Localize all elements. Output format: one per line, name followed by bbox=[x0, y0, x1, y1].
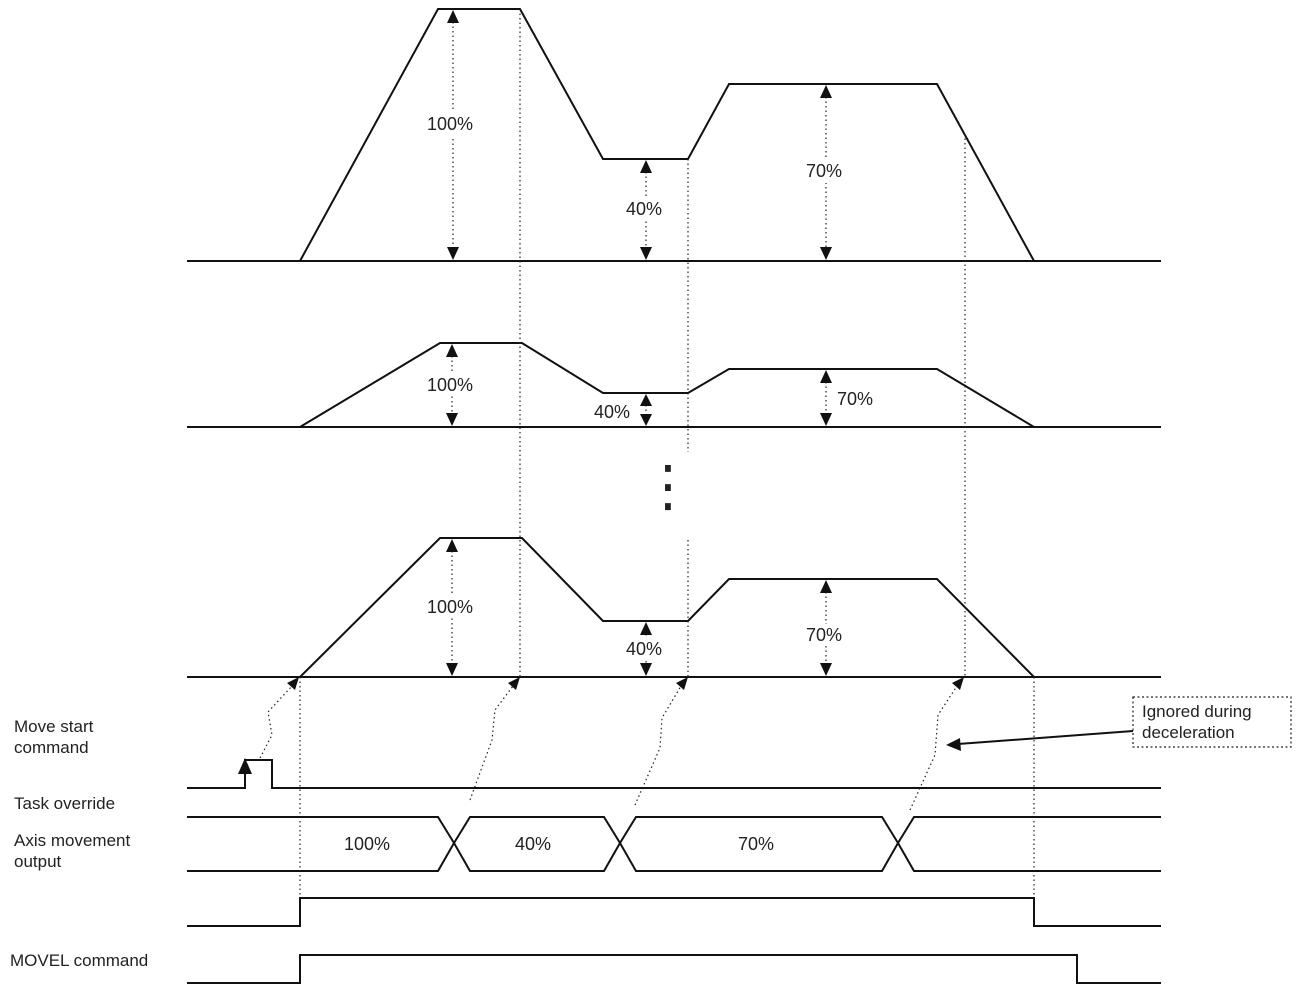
profile-1-level-40: 40% bbox=[626, 199, 662, 219]
profile-1-arrow-up-icon bbox=[640, 160, 652, 173]
movel-label: MOVEL command bbox=[10, 951, 148, 970]
annotation-box bbox=[1132, 696, 1292, 748]
profile-2-level-100: 100% bbox=[427, 375, 473, 395]
axis-movement-waveform bbox=[187, 897, 1161, 927]
velocity-profile-2: 100% 40% 70% bbox=[187, 342, 1161, 428]
profile-1-level-100: 100% bbox=[427, 114, 473, 134]
profile-3-arrow-up-icon bbox=[640, 622, 652, 635]
profile-2-arrow-down-icon bbox=[640, 414, 652, 426]
trigger-arrows bbox=[259, 677, 964, 811]
profile-3-arrow-down-icon bbox=[820, 663, 832, 676]
trigger-arrow-2 bbox=[634, 685, 682, 806]
trigger-arrow-1 bbox=[469, 685, 514, 801]
annotation-ignored-during-deceleration: Ignored during deceleration bbox=[946, 696, 1292, 751]
trigger-arrow-1-head-icon bbox=[508, 677, 520, 690]
override-bus-bottom bbox=[187, 840, 1161, 872]
movel-waveform bbox=[187, 954, 1161, 984]
axis-movement-label-1: Axis movement bbox=[14, 831, 130, 850]
profile-2-arrow-down-icon bbox=[820, 413, 832, 426]
profile-1-arrow-up-icon bbox=[820, 85, 832, 98]
trigger-arrow-start bbox=[259, 685, 293, 759]
override-value-100: 100% bbox=[344, 834, 390, 854]
override-value-40: 40% bbox=[515, 834, 551, 854]
annotation-pointer-head-icon bbox=[946, 738, 961, 751]
profile-1-arrow-down-icon bbox=[820, 247, 832, 260]
profile-3-arrow-up-icon bbox=[446, 539, 458, 552]
annotation-line-1: Ignored during bbox=[1142, 702, 1252, 721]
profile-3-arrow-down-icon bbox=[446, 663, 458, 676]
profile-3-level-100: 100% bbox=[427, 597, 473, 617]
profile-2-level-40: 40% bbox=[594, 402, 630, 422]
annotation-line-2: deceleration bbox=[1142, 723, 1235, 742]
profile-3-arrow-down-icon bbox=[640, 663, 652, 676]
profile-1-arrow-down-icon bbox=[447, 247, 459, 260]
trigger-arrow-3-head-icon bbox=[952, 677, 964, 690]
trigger-arrow-start-head-icon bbox=[287, 677, 299, 690]
velocity-profile-3: 100% 40% 70% bbox=[187, 537, 1161, 678]
override-value-70: 70% bbox=[738, 834, 774, 854]
trigger-arrow-2-head-icon bbox=[676, 677, 688, 690]
move-start-pulse-arrow-icon bbox=[238, 758, 252, 774]
profile-2-curve bbox=[299, 342, 1035, 428]
signal-task-override: Task override Axis movement output 100% … bbox=[14, 794, 1161, 872]
task-override-label: Task override bbox=[14, 794, 115, 813]
move-start-label-1: Move start bbox=[14, 717, 94, 736]
profile-3-level-70: 70% bbox=[806, 625, 842, 645]
annotation-pointer bbox=[957, 730, 1134, 745]
profile-2-arrow-up-icon bbox=[820, 370, 832, 383]
profile-2-arrow-down-icon bbox=[446, 413, 458, 426]
signal-move-start: Move start command bbox=[14, 717, 1161, 789]
profile-1-curve bbox=[299, 8, 1035, 262]
profile-2-arrow-up-icon bbox=[446, 344, 458, 357]
profile-ellipsis: ⋮ bbox=[640, 454, 696, 519]
profile-3-level-40: 40% bbox=[626, 639, 662, 659]
override-bus-top bbox=[187, 816, 1161, 845]
profile-3-arrow-up-icon bbox=[820, 580, 832, 593]
profile-2-level-70: 70% bbox=[837, 389, 873, 409]
profile-3-curve bbox=[299, 537, 1035, 678]
axis-movement-label-2: output bbox=[14, 852, 62, 871]
move-start-label-2: command bbox=[14, 738, 89, 757]
profile-1-arrow-down-icon bbox=[640, 247, 652, 260]
move-start-waveform bbox=[187, 759, 1161, 789]
timing-guides bbox=[299, 9, 1035, 898]
trigger-arrow-3 bbox=[909, 685, 958, 811]
profile-1-arrow-up-icon bbox=[447, 10, 459, 23]
profile-1-level-70: 70% bbox=[806, 161, 842, 181]
velocity-profile-1: 100% 40% 70% bbox=[187, 8, 1161, 262]
signal-movel: MOVEL command bbox=[10, 951, 1161, 984]
profile-2-arrow-up-icon bbox=[640, 394, 652, 406]
